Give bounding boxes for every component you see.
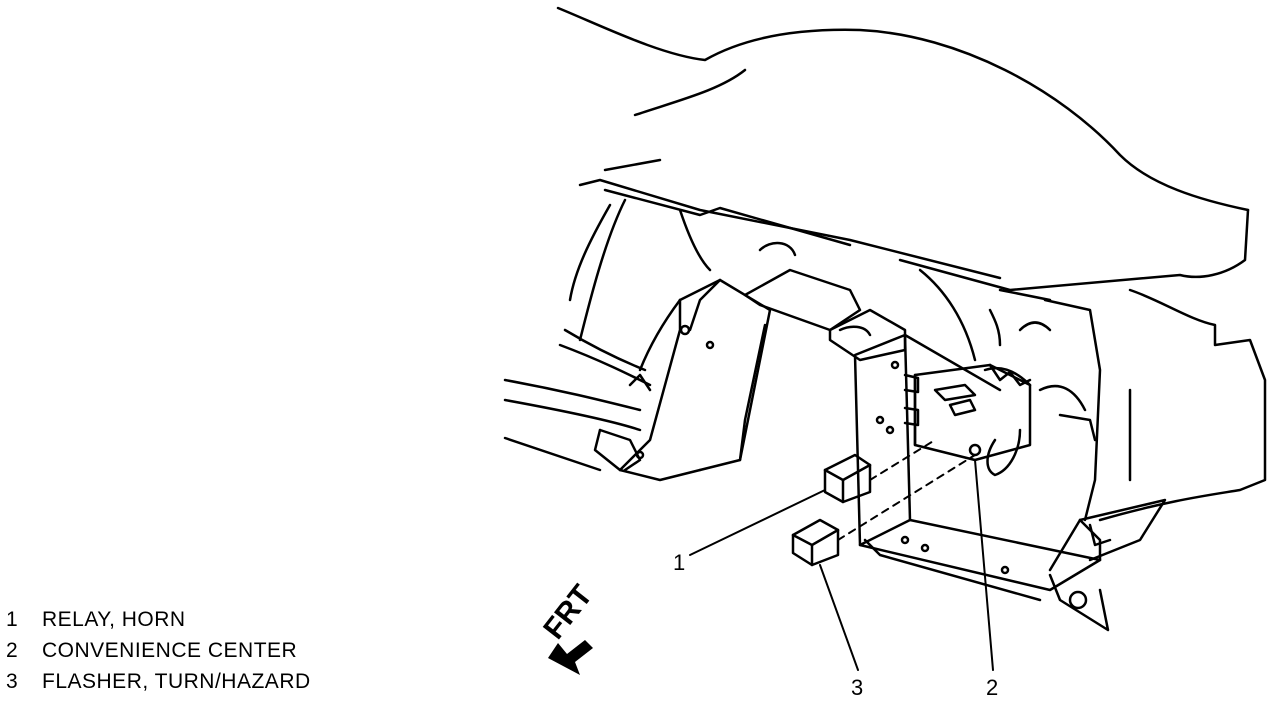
convenience-center-block <box>903 363 1032 477</box>
legend-label: RELAY, HORN <box>42 607 186 631</box>
turn-hazard-flasher <box>791 518 840 567</box>
legend-item: 3 FLASHER, TURN/HAZARD <box>6 666 311 697</box>
horn-relay <box>823 453 872 504</box>
legend-item: 1 RELAY, HORN <box>6 604 311 635</box>
legend-number: 1 <box>6 607 19 631</box>
install-direction-lines <box>837 439 976 541</box>
legend-number: 2 <box>6 638 19 662</box>
legend-label: CONVENIENCE CENTER <box>42 638 298 662</box>
lower-panel-left <box>503 198 712 472</box>
callout-number-1: 1 <box>673 550 686 575</box>
legend-label: FLASHER, TURN/HAZARD <box>42 669 311 693</box>
callout-leaders <box>689 459 994 671</box>
lower-right-bracket <box>1048 498 1167 632</box>
legend-number: 3 <box>6 669 19 693</box>
callout-number-2: 2 <box>986 675 999 700</box>
mounting-plate <box>853 333 1102 602</box>
support-bracket <box>593 278 772 482</box>
dash-top-outline <box>556 6 1250 292</box>
legend-item: 2 CONVENIENCE CENTER <box>6 635 311 666</box>
callout-number-3: 3 <box>851 675 864 700</box>
component-legend: 1 RELAY, HORN 2 CONVENIENCE CENTER 3 FLA… <box>6 604 311 697</box>
cross-bracket <box>743 241 907 362</box>
right-side-panel <box>918 268 1267 522</box>
front-direction-arrow-icon <box>548 640 593 675</box>
